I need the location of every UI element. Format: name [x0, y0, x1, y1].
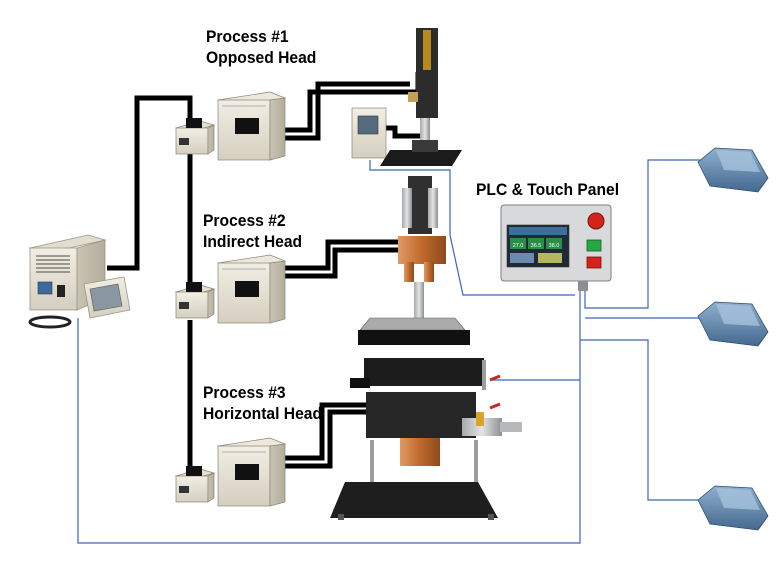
horizontal-weld-head — [330, 358, 522, 520]
stop-button — [586, 256, 602, 269]
start-button — [586, 239, 602, 252]
transformer-unit-3 — [216, 437, 287, 507]
transformer-unit-2 — [216, 254, 287, 324]
process-3-title: Process #3 — [203, 383, 286, 402]
foot-pedal-3 — [697, 485, 769, 531]
transformer-unit-1 — [216, 91, 287, 161]
welding-controller-2 — [174, 282, 216, 319]
plc-screen-value-2: 36.5 — [531, 243, 542, 249]
process-2-subtitle: Indirect Head — [203, 232, 303, 251]
process-2-title: Process #2 — [203, 211, 286, 230]
welding-controller-3 — [174, 466, 216, 503]
process-1-title: Process #1 — [206, 27, 289, 46]
opposed-weld-head — [351, 28, 462, 166]
foot-pedal-1 — [697, 147, 769, 193]
signal-lines — [77, 159, 700, 544]
welding-controller-1 — [174, 118, 216, 155]
plc-screen-value-1: 27.0 — [513, 243, 524, 249]
emergency-stop-button — [587, 212, 605, 230]
process-1-subtitle: Opposed Head — [206, 48, 317, 67]
process-3-subtitle: Horizontal Head — [203, 404, 323, 423]
plc-screen-value-3: 38.0 — [549, 243, 560, 249]
indirect-weld-head — [358, 176, 470, 345]
power-supply-unit — [28, 234, 131, 329]
plc-touch-panel: 27.0 36.5 38.0 — [500, 204, 612, 291]
foot-pedal-2 — [697, 301, 769, 347]
plc-touch-panel-title: PLC & Touch Panel — [476, 180, 620, 199]
